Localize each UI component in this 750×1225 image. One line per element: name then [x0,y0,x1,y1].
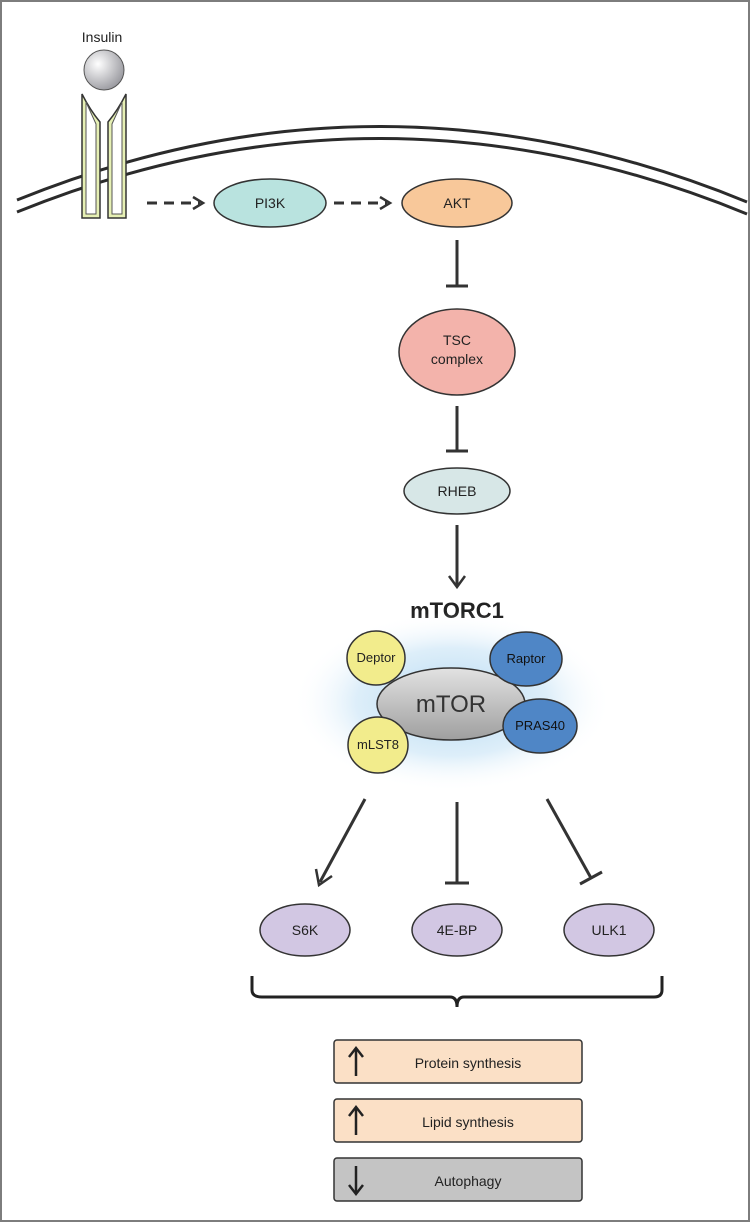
down-arrow-icon-head [348,1184,364,1197]
up-arrow-icon-head [348,1104,364,1117]
outcome-autophagy: Autophagy [333,1157,583,1202]
arrow-head-s6k [314,868,333,888]
insulin-molecule [83,49,125,91]
rheb-node [403,467,511,515]
insulin-receptor [81,93,127,219]
pi3k-node [213,178,327,228]
deptor-label: Deptor [356,650,396,665]
mtor-label: mTOR [416,691,486,718]
tsc-label-line2: complex [431,351,483,367]
insulin-label: Insulin [82,29,122,45]
grouping-brace [250,976,664,1008]
mlst8-label: mLST8 [357,737,399,752]
raptor-label: Raptor [506,651,546,666]
deptor-node [346,630,406,686]
outcome-lipid-synthesis: Lipid synthesis [333,1098,583,1143]
outcome-label: Lipid synthesis [422,1114,514,1130]
pras40-node [502,698,578,754]
pras40-label: PRAS40 [515,718,565,733]
inhibit-mtorc1-ulk1 [545,798,593,879]
outcome-label: Autophagy [435,1173,502,1189]
tsc-label-line1: TSC [443,332,471,348]
4ebp-node [411,903,503,957]
outcome-protein-synthesis: Protein synthesis [333,1039,583,1084]
activate-mtorc1-s6k [318,798,367,883]
inhibit-bar-ulk1 [579,870,603,886]
mlst8-node [347,716,409,774]
dashed-arrow-head-1 [192,195,206,211]
outcome-label: Protein synthesis [415,1055,522,1071]
ulk1-label: ULK1 [591,922,626,938]
akt-node [401,178,513,228]
up-arrow-icon-head [348,1045,364,1058]
s6k-node [259,903,351,957]
4ebp-label: 4E-BP [437,922,477,938]
ulk1-node [563,903,655,957]
raptor-node [489,631,563,687]
s6k-label: S6K [292,922,319,938]
akt-label: AKT [443,195,471,211]
dashed-arrow-head-2 [379,195,393,211]
arrow-head-rheb-mtorc1 [447,575,467,590]
pi3k-label: PI3K [255,195,286,211]
rheb-label: RHEB [438,483,477,499]
tsc-complex-node [398,308,516,396]
